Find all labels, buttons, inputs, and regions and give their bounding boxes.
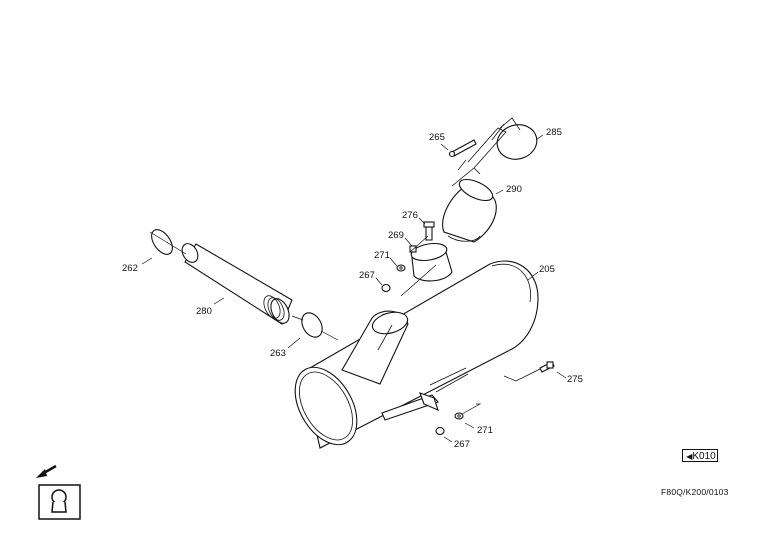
callout-271-lower: 271	[477, 425, 493, 436]
leader-lines	[141, 134, 567, 443]
rain-cap-pipe	[442, 178, 497, 243]
callout-205: 205	[539, 264, 555, 275]
rain-cap-flap	[451, 117, 538, 187]
reference-tag[interactable]: ◀K010	[682, 449, 718, 462]
gasket-262	[151, 229, 173, 255]
reference-tag-label: K010	[692, 451, 716, 462]
callout-267: 267	[359, 270, 375, 281]
nut-267a	[381, 283, 391, 293]
arrow-icon	[36, 464, 57, 478]
nut-267b	[435, 426, 445, 436]
washer-271b	[454, 412, 464, 420]
muffler-inlet-pipe	[341, 310, 409, 385]
callout-262: 262	[122, 263, 138, 274]
bolt-275	[539, 361, 555, 373]
washer-271a	[396, 264, 406, 272]
spring-pin	[448, 139, 477, 158]
callout-285: 285	[546, 127, 562, 138]
tail-pipe	[181, 243, 293, 325]
reference-arrow-icon: ◀	[686, 452, 693, 461]
callout-275: 275	[567, 374, 583, 385]
callout-290: 290	[506, 184, 522, 195]
document-code: F80Q/K200/0103	[661, 487, 729, 497]
callout-271: 271	[374, 250, 390, 261]
callout-276: 276	[402, 210, 418, 221]
callout-263: 263	[270, 348, 286, 359]
bolt-276	[423, 221, 435, 241]
callout-267-lower: 267	[454, 439, 470, 450]
callout-269: 269	[388, 230, 404, 241]
callout-265: 265	[429, 132, 445, 143]
callout-280: 280	[196, 306, 212, 317]
muffler-body	[294, 260, 539, 449]
callouts: 285 265 290 276 269 271 267 205 262 280 …	[122, 127, 583, 450]
engine-view-icon	[38, 484, 81, 520]
clamp-ring	[409, 242, 453, 282]
gasket-263	[301, 312, 323, 338]
assembly-lines	[149, 159, 541, 415]
